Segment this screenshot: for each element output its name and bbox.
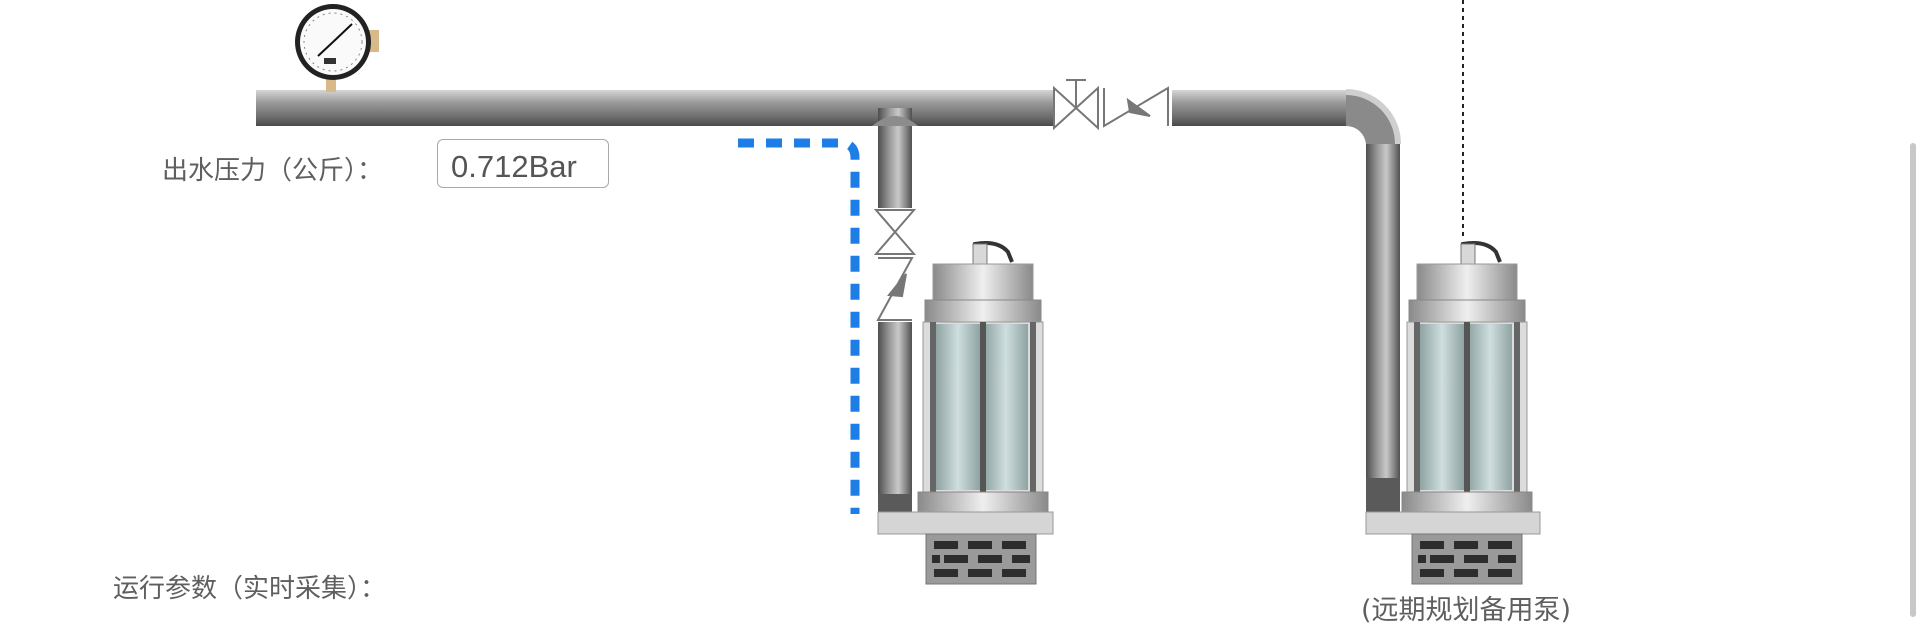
gate-valve-icon <box>873 209 917 255</box>
run-params-label: 运行参数（实时采集）： <box>113 574 387 604</box>
outlet-pressure-value: 0.712Bar <box>437 139 609 188</box>
check-valve-icon <box>1103 86 1169 128</box>
submersible-pump-icon <box>877 241 1054 585</box>
branch-pipe-lower <box>878 322 912 496</box>
main-pipe <box>256 90 1053 126</box>
standby-pump-label: (远期规划备用泵) <box>1361 595 1572 626</box>
right-pipe-elbow <box>1346 90 1400 144</box>
gate-valve-icon <box>1053 79 1099 131</box>
pressure-gauge-icon <box>295 4 379 92</box>
vertical-scrollbar[interactable] <box>1910 143 1916 617</box>
submersible-pump-icon <box>1365 241 1541 585</box>
flow-line <box>738 138 860 514</box>
check-valve-icon <box>876 257 914 321</box>
outlet-pressure-label: 出水压力（公斤）： <box>162 156 384 186</box>
right-pipe-vertical <box>1366 144 1400 478</box>
right-pipe-horizontal <box>1172 90 1348 126</box>
